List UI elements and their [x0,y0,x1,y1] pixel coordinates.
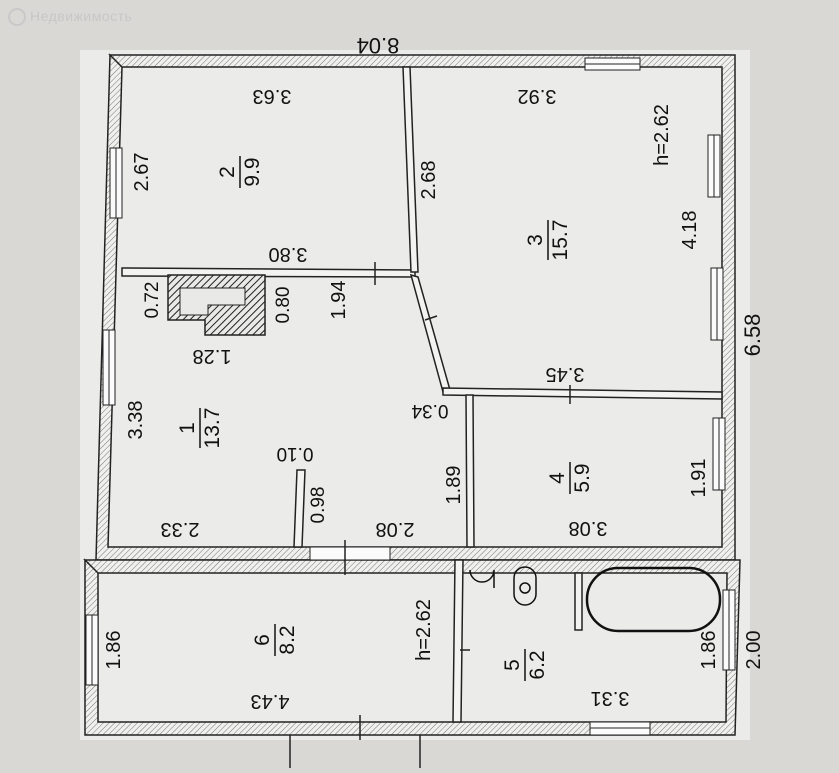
dim-room3-height-left: 2.68 [418,161,440,200]
dim-annex-height: 2.00 [743,631,765,670]
room-number: 4 [546,472,569,484]
dim-stove-width: 1.28 [193,345,232,367]
door-marks [289,262,571,768]
dim-room6-height: 1.86 [103,631,125,670]
room-area: 13.7 [201,408,224,449]
dim-room4-height: 1.91 [688,459,710,498]
room-area: 9.9 [241,157,264,186]
interior-walls [121,66,723,723]
dim-room2-width: 3.63 [253,85,292,107]
toilet [513,566,537,606]
room-6-label: 6 8.2 [251,624,299,656]
dim-corridor-gap: 0.34 [411,400,448,421]
dim-overall-height: 6.58 [740,314,765,357]
dim-corridor-width: 2.08 [376,518,415,540]
room-4-label: 4 5.9 [546,462,594,494]
dim-hall-opening: 1.94 [328,281,350,320]
room-5-label: 5 6.2 [501,649,549,681]
dim-room3-width: 3.92 [518,85,557,107]
room-number: 3 [524,234,547,246]
stove [167,274,266,336]
room-area: 15.7 [549,220,572,261]
room-number: 6 [251,634,274,646]
dim-room5-width: 3.31 [591,687,630,709]
room-number: 1 [176,422,199,434]
room-area: 6.2 [526,650,549,679]
room-2-label: 2 9.9 [216,156,264,188]
dim-room4-bottom: 3.08 [569,517,608,539]
ceiling-height-2: h=2.62 [413,599,435,661]
dim-stove-h2: 0.80 [273,287,294,324]
dim-overall-width: 8.04 [357,33,400,58]
dim-room1-height: 3.38 [125,401,147,440]
dim-partition-len: 0.98 [308,487,329,524]
windows [85,57,736,736]
dim-room4-top: 3.45 [546,363,585,385]
dim-partition-gap: 0.10 [277,443,314,464]
ceiling-height-1: h=2.62 [651,104,673,166]
room-3-label: 3 15.7 [524,220,572,261]
room-1-label: 1 13.7 [176,408,224,449]
dim-corridor-height: 1.89 [443,466,465,505]
dim-room6-width: 4.43 [251,690,290,712]
room-area: 8.2 [276,625,299,654]
watermark: Недвижимость [8,8,132,27]
dim-room2-bottom: 3.80 [269,243,308,265]
room-number: 5 [501,659,524,671]
sink [469,569,495,588]
room-area: 5.9 [571,463,594,492]
annex-walls [83,558,741,736]
dim-stove-h1: 0.72 [142,282,163,319]
room-number: 2 [216,166,239,178]
bathtub [585,566,722,633]
bathroom-fixtures [469,566,722,633]
logo-icon [8,8,26,27]
dim-room2-height: 2.67 [131,153,153,192]
dim-room5-height: 1.86 [698,631,720,670]
dim-room3-height-right: 4.18 [679,211,701,250]
dim-room1-bottom: 2.33 [161,518,200,540]
